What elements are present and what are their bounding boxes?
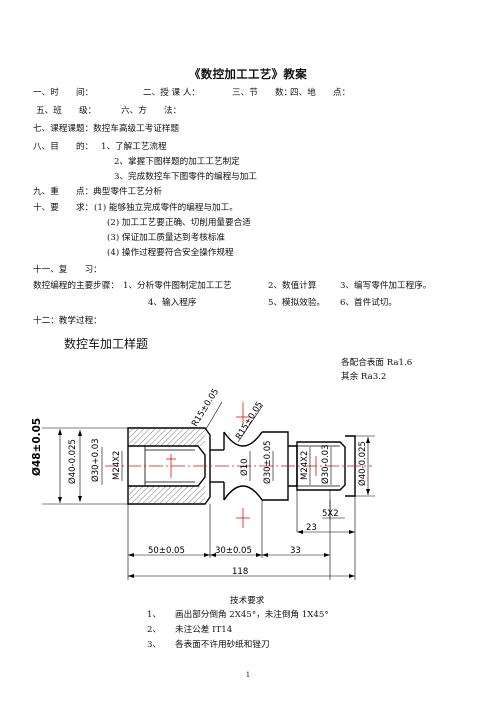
review-step: 1、分析零件图制定加工工艺: [123, 281, 232, 291]
centerlines: [105, 402, 372, 528]
dim-118: 118: [232, 567, 248, 577]
dim-23: 23: [306, 523, 317, 533]
dim-5x2: 5X2: [322, 509, 339, 519]
goal-item: 3、完成数控车下图零件的编程与加工: [114, 172, 257, 182]
review-step: 5、模拟效验。: [268, 298, 326, 308]
page-number: 1: [245, 671, 251, 679]
part-drawing: Ø48±0.05 Ø40-0.025 Ø30+0.03 M24X2 Ø10 Ø3…: [31, 387, 375, 580]
goal-item: 2、掌握下图样题的加工工艺制定: [114, 157, 240, 167]
dim-r15a: R15±0.05: [190, 387, 221, 429]
document-title: 《数控加工工艺》教案: [189, 67, 307, 81]
tech-title: 技术要求: [230, 596, 265, 606]
tech-item-no: 2、: [147, 625, 162, 635]
tech-item-text: 画出部分倒角 2X45°，未注倒角 1X45°: [175, 610, 329, 620]
review-label: 十一、复 习：: [33, 265, 102, 275]
header-method: 六、方 法：: [121, 106, 182, 116]
header-time: 一、时 间：: [33, 88, 94, 98]
review-step: 4、输入程序: [148, 298, 197, 308]
header-class: 五、班 级：: [36, 106, 97, 116]
surface-note: 其余 Ra3.2: [341, 372, 387, 382]
dimension-arrows: [58, 429, 370, 578]
header-periods: 三、节 数：: [232, 88, 293, 98]
tech-item-text: 各表面不许用砂纸和锉刀: [175, 640, 270, 650]
review-step: 6、首件试切。: [340, 298, 398, 308]
dim-d10: Ø10: [239, 458, 250, 476]
tech-item-no: 1、: [147, 610, 162, 620]
requirement-item: (2) 加工工艺要正确、切削用量要合适: [107, 218, 251, 228]
review-step: 数控编程的主要步骤：: [33, 281, 119, 291]
process-label: 十二：教学过程：: [33, 316, 102, 326]
dim-50: 50±0.05: [148, 546, 185, 556]
review-step: 3、编写零件加工程序。: [340, 281, 432, 291]
focus-line: 九、重 点：典型零件工艺分析: [33, 187, 162, 197]
tech-item-text: 未注公差 IT14: [175, 625, 233, 635]
dim-d30c: Ø30-0.03: [320, 445, 331, 485]
course-topic: 七、课程课题：数控车高级工考证样题: [33, 124, 180, 134]
requirements-label: 十、要 求：: [33, 203, 94, 213]
requirement-item: (4) 操作过程要符合安全操作规程: [107, 248, 234, 258]
drawing-title: 数控车加工样题: [64, 337, 149, 351]
header-place: 四、地 点：: [290, 88, 351, 98]
goal-item: 1、了解工艺流程: [101, 142, 167, 152]
dim-d30b: Ø30±0.05: [262, 440, 273, 484]
requirement-item: (3) 保证加工质量达到考核标准: [107, 233, 226, 243]
dim-m24a: M24X2: [112, 451, 122, 480]
dimension-lines: [42, 401, 375, 580]
dim-30: 30±0.05: [215, 546, 252, 556]
dim-d48: Ø48±0.05: [31, 418, 43, 476]
review-step: 2、数值计算: [268, 281, 317, 291]
requirement-item: (1) 能够独立完成零件的编程与加工。: [94, 203, 238, 213]
header-teacher: 二、授 课 人：: [143, 88, 201, 98]
dim-d40b: Ø40-0.025: [357, 441, 368, 486]
dim-d30a: Ø30+0.03: [90, 438, 101, 482]
dim-33: 33: [290, 546, 301, 556]
dim-r15b: R15±0.05: [234, 400, 265, 442]
surface-note: 各配合表面 Ra1.6: [341, 358, 413, 368]
dim-d40a: Ø40-0.025: [67, 439, 78, 484]
tech-item-no: 3、: [147, 640, 162, 650]
dim-m24b: M24X2: [300, 451, 310, 480]
goals-label: 八、目 的：: [33, 142, 94, 152]
